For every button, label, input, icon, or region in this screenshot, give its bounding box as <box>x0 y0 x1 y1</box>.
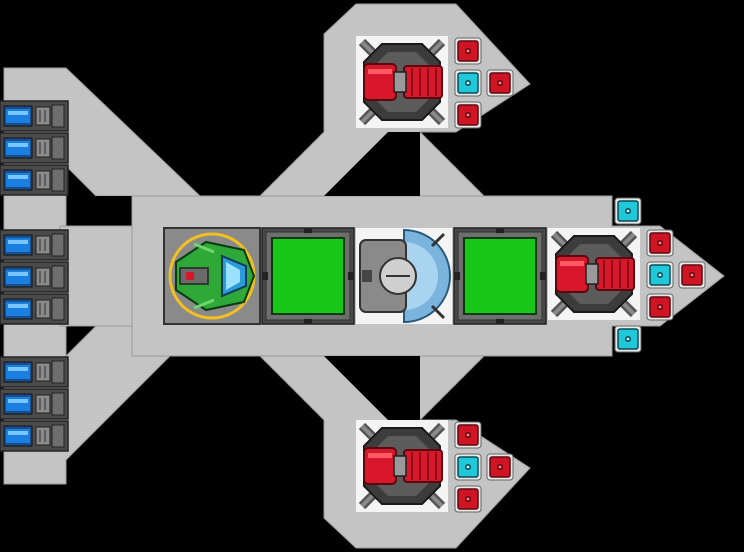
cyan-armor-block-icon[interactable] <box>614 325 642 353</box>
cyan-armor-block-icon[interactable] <box>646 261 674 289</box>
cannon-icon[interactable] <box>356 420 448 512</box>
thruster-icon[interactable] <box>0 100 69 132</box>
red-armor-block-icon[interactable] <box>486 453 514 481</box>
red-armor-block-icon[interactable] <box>646 229 674 257</box>
red-armor-block-icon[interactable] <box>454 37 482 65</box>
cyan-armor-block-icon[interactable] <box>454 69 482 97</box>
thruster-icon[interactable] <box>0 229 69 261</box>
cargo-icon[interactable] <box>453 227 547 325</box>
red-armor-block-icon[interactable] <box>486 69 514 97</box>
cyan-armor-block-icon[interactable] <box>454 453 482 481</box>
thruster-icon[interactable] <box>0 132 69 164</box>
thruster-icon[interactable] <box>0 293 69 325</box>
reactor-icon[interactable] <box>356 228 452 324</box>
red-armor-block-icon[interactable] <box>454 101 482 129</box>
cannon-icon[interactable] <box>356 36 448 128</box>
cargo-icon[interactable] <box>261 227 355 325</box>
red-armor-block-icon[interactable] <box>454 485 482 513</box>
thruster-icon[interactable] <box>0 388 69 420</box>
thruster-icon[interactable] <box>0 261 69 293</box>
red-armor-block-icon[interactable] <box>454 421 482 449</box>
cockpit-icon[interactable] <box>163 227 261 325</box>
cannon-icon[interactable] <box>548 228 640 320</box>
cyan-armor-block-icon[interactable] <box>614 197 642 225</box>
thruster-icon[interactable] <box>0 356 69 388</box>
thruster-icon[interactable] <box>0 420 69 452</box>
thruster-icon[interactable] <box>0 164 69 196</box>
red-armor-block-icon[interactable] <box>646 293 674 321</box>
thrusters <box>0 100 69 452</box>
red-armor-block-icon[interactable] <box>678 261 706 289</box>
